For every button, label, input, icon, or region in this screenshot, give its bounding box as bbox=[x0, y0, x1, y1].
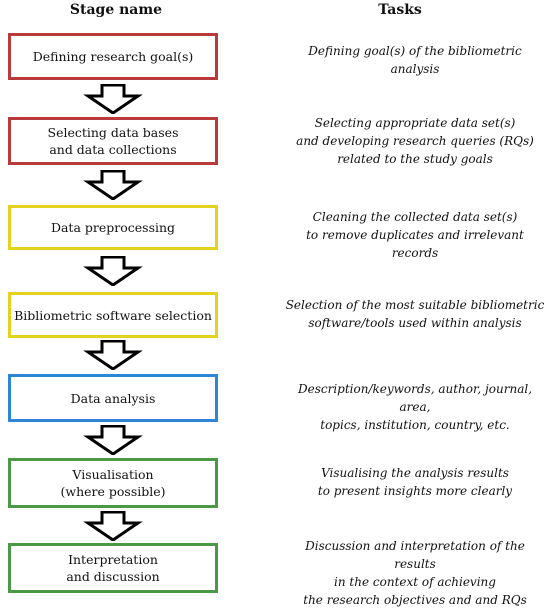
stage-label: Visualisation (where possible) bbox=[60, 467, 166, 499]
stage-label: Data analysis bbox=[70, 390, 156, 406]
down-arrow-icon bbox=[83, 425, 143, 455]
task-description: Selection of the most suitable bibliomet… bbox=[285, 298, 545, 330]
task-description: Visualising the analysis results to pres… bbox=[317, 466, 513, 498]
down-arrow-icon bbox=[83, 84, 143, 114]
stage-box-software-selection: Bibliometric software selection bbox=[8, 292, 218, 338]
stage-label: Data preprocessing bbox=[50, 220, 176, 235]
tasks-header: Tasks bbox=[378, 2, 422, 18]
stage-box-interpretation: Interpretation and discussion bbox=[8, 543, 218, 593]
stage-label: Defining research goal(s) bbox=[32, 49, 194, 64]
down-arrow-icon bbox=[83, 256, 143, 286]
stage-box-data-preprocessing: Data preprocessing bbox=[8, 205, 218, 250]
stage-box-data-analysis: Data analysis bbox=[8, 374, 218, 422]
stage-box-defining-goals: Defining research goal(s) bbox=[8, 33, 218, 80]
stage-label: Selecting data bases and data collection… bbox=[47, 125, 179, 157]
down-arrow-icon bbox=[83, 340, 143, 370]
down-arrow-icon bbox=[83, 170, 143, 200]
stage-name-header: Stage name bbox=[69, 2, 163, 18]
stage-box-visualisation: Visualisation (where possible) bbox=[8, 458, 218, 508]
stage-label: Bibliometric software selection bbox=[14, 307, 212, 323]
task-description: Discussion and interpretation of the res… bbox=[303, 539, 527, 607]
task-description: Cleaning the collected data set(s) to re… bbox=[306, 210, 524, 260]
task-description: Selecting appropriate data set(s) and de… bbox=[296, 116, 534, 166]
task-description: Defining goal(s) of the bibliometric ana… bbox=[308, 44, 522, 76]
down-arrow-icon bbox=[83, 511, 143, 541]
stage-label: Interpretation and discussion bbox=[66, 552, 160, 584]
stage-box-selecting-databases: Selecting data bases and data collection… bbox=[8, 117, 218, 165]
task-description: Description/keywords, author, journal, a… bbox=[297, 382, 533, 432]
